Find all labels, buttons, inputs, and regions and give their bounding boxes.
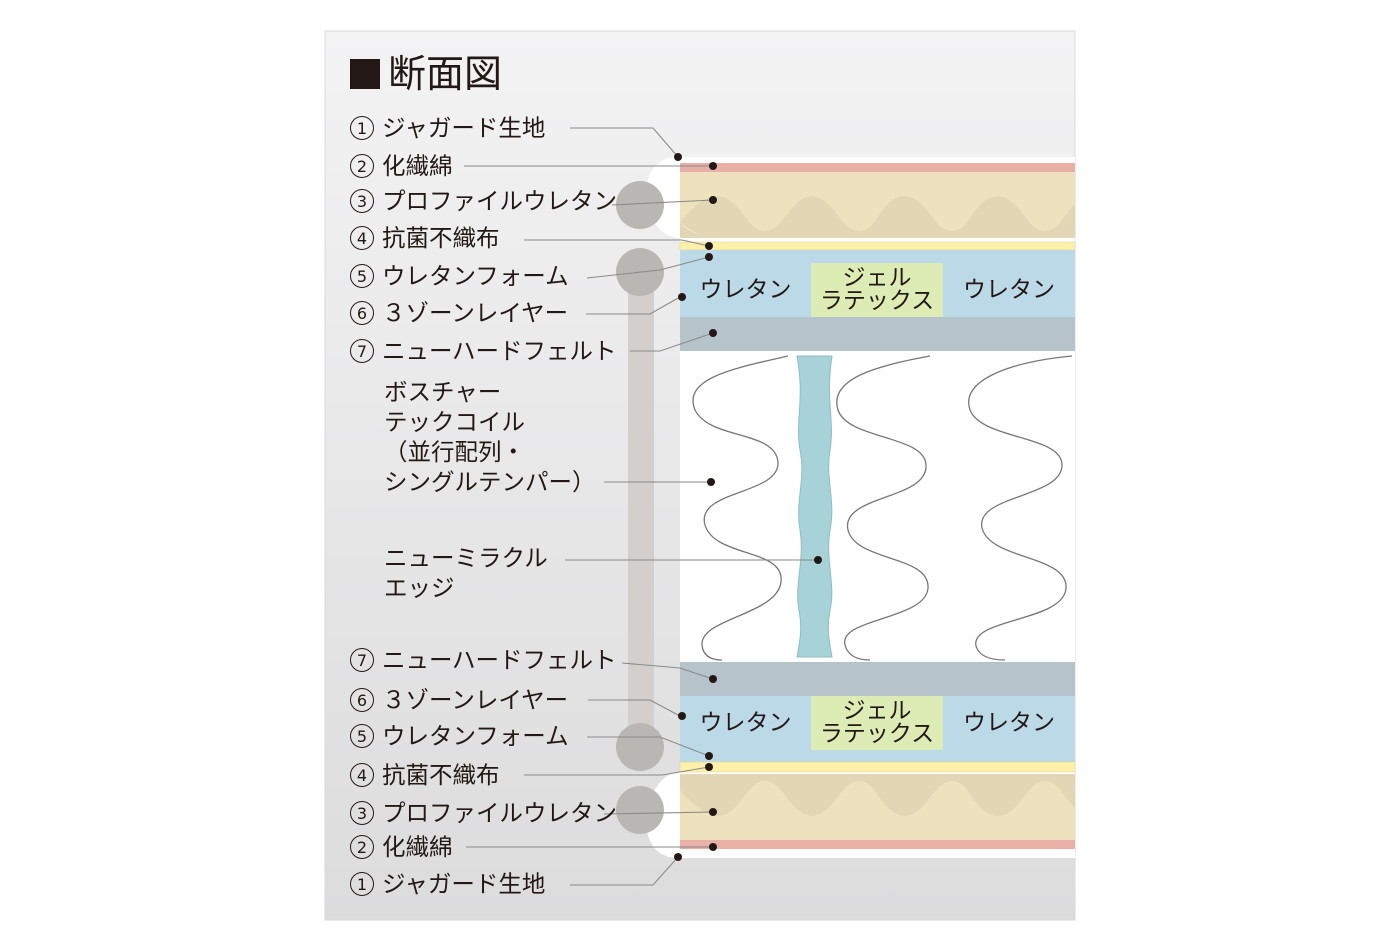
coil-label-line: ボスチャー bbox=[384, 378, 502, 406]
edge-label-line: エッジ bbox=[384, 574, 455, 602]
title-text: 断面図 bbox=[388, 52, 503, 96]
label-number: 1 bbox=[350, 872, 374, 896]
layer-felt-top bbox=[680, 317, 1075, 351]
label-bottom-cotton: 2 化繊綿 bbox=[350, 832, 453, 862]
zone-top-left-label: ウレタン bbox=[699, 276, 792, 303]
label-number: 2 bbox=[350, 835, 374, 859]
label-pocket-coil: ボスチャー テックコイル （並行配列・ シングルテンパー） bbox=[384, 377, 596, 497]
label-bottom-urethane-foam: 5 ウレタンフォーム bbox=[350, 721, 569, 751]
label-top-cotton: 2 化繊綿 bbox=[350, 151, 453, 181]
label-number: 5 bbox=[350, 724, 374, 748]
layer-urethane-foam-top bbox=[680, 250, 1075, 263]
zone-center-line: ジェル bbox=[842, 265, 912, 291]
side-rail bbox=[628, 280, 654, 745]
profile-bumps-bottom bbox=[680, 774, 1075, 816]
zone-gel-latex-bottom bbox=[811, 696, 943, 750]
label-top-3zone-layer: 6 ３ゾーンレイヤー bbox=[350, 298, 568, 328]
zone-center-line: ラテックス bbox=[819, 288, 935, 314]
zone-center-line: ラテックス bbox=[819, 721, 935, 747]
zone-top-center-label: ジェル ラテックス bbox=[811, 263, 943, 317]
layer-cotton-bottom bbox=[680, 840, 1075, 849]
label-number: 4 bbox=[350, 226, 374, 250]
label-text: ニューハードフェルト bbox=[382, 337, 617, 365]
edge-support bbox=[796, 355, 833, 658]
label-top-antibacterial: 4 抗菌不織布 bbox=[350, 223, 500, 253]
label-text: 化繊綿 bbox=[382, 833, 453, 861]
label-top-urethane-foam: 5 ウレタンフォーム bbox=[350, 261, 569, 291]
label-bottom-jacquard: 1 ジャガード生地 bbox=[350, 869, 545, 899]
leader-lines bbox=[464, 127, 818, 886]
label-number: 7 bbox=[350, 648, 374, 672]
coil-label-line: シングルテンパー） bbox=[384, 468, 596, 496]
zone-top-right-label: ウレタン bbox=[963, 276, 1055, 303]
label-text: ウレタンフォーム bbox=[382, 722, 569, 750]
layer-urethane-foam-bottom bbox=[680, 750, 1075, 762]
label-number: 2 bbox=[350, 154, 374, 178]
label-text: ニューハードフェルト bbox=[382, 646, 617, 674]
marker-dots bbox=[674, 153, 822, 861]
label-text: プロファイルウレタン bbox=[382, 187, 617, 215]
zone-urethane-left-bottom bbox=[680, 696, 811, 750]
label-top-profile-urethane: 3 プロファイルウレタン bbox=[350, 186, 617, 216]
zone-bottom-center-label: ジェル ラテックス bbox=[811, 696, 943, 750]
layer-antibacterial-bottom bbox=[679, 761, 1076, 773]
coil-2 bbox=[836, 355, 931, 661]
title-square-icon bbox=[350, 59, 380, 89]
layer-felt-bottom bbox=[680, 662, 1075, 696]
label-number: 3 bbox=[350, 801, 374, 825]
coil-1 bbox=[692, 355, 789, 661]
zone-urethane-right-bottom bbox=[943, 696, 1075, 750]
zone-urethane-left-top bbox=[680, 263, 811, 317]
label-bottom-hard-felt: 7 ニューハードフェルト bbox=[350, 645, 617, 675]
zone-center-line: ジェル bbox=[842, 698, 912, 724]
label-bottom-profile-urethane: 3 プロファイルウレタン bbox=[350, 798, 617, 828]
label-number: 6 bbox=[350, 688, 374, 712]
label-bottom-3zone-layer: 6 ３ゾーンレイヤー bbox=[350, 685, 568, 715]
label-number: 1 bbox=[350, 116, 374, 140]
label-number: 6 bbox=[350, 301, 374, 325]
label-number: 7 bbox=[350, 339, 374, 363]
label-number: 4 bbox=[350, 763, 374, 787]
label-text: ３ゾーンレイヤー bbox=[382, 686, 569, 714]
label-number: 5 bbox=[350, 264, 374, 288]
zone-bottom-left-label: ウレタン bbox=[699, 709, 792, 736]
label-text: ジャガード生地 bbox=[382, 870, 546, 898]
label-edge-support: ニューミラクル エッジ bbox=[384, 543, 548, 603]
label-top-hard-felt: 7 ニューハードフェルト bbox=[350, 336, 617, 366]
label-text: ジャガード生地 bbox=[382, 114, 546, 142]
marker-circle-3-bottom bbox=[616, 786, 664, 834]
label-text: 抗菌不織布 bbox=[382, 761, 500, 789]
label-text: ３ゾーンレイヤー bbox=[382, 299, 569, 327]
zone-gel-latex-top bbox=[811, 263, 943, 317]
coil-3 bbox=[968, 355, 1073, 661]
label-top-jacquard: 1 ジャガード生地 bbox=[350, 113, 545, 143]
label-text: 抗菌不織布 bbox=[382, 224, 500, 252]
label-text: プロファイルウレタン bbox=[382, 799, 617, 827]
edge-label-line: ニューミラクル bbox=[384, 544, 548, 572]
label-text: ウレタンフォーム bbox=[382, 262, 569, 290]
label-text: 化繊綿 bbox=[382, 152, 453, 180]
coil-label-line: テックコイル bbox=[384, 408, 525, 436]
profile-bumps-top bbox=[680, 195, 1075, 238]
layer-antibacterial-top bbox=[679, 241, 1076, 251]
label-bottom-antibacterial: 4 抗菌不織布 bbox=[350, 760, 500, 790]
coil-label-line: （並行配列・ bbox=[384, 438, 525, 466]
label-number: 3 bbox=[350, 189, 374, 213]
marker-circle-3-top bbox=[616, 181, 664, 229]
zone-urethane-right-top bbox=[943, 263, 1075, 317]
zone-bottom-right-label: ウレタン bbox=[963, 709, 1055, 736]
marker-circle-5-bottom bbox=[616, 723, 664, 771]
layer-ticking-top bbox=[680, 163, 1075, 172]
diagram-title: 断面図 bbox=[350, 49, 502, 99]
